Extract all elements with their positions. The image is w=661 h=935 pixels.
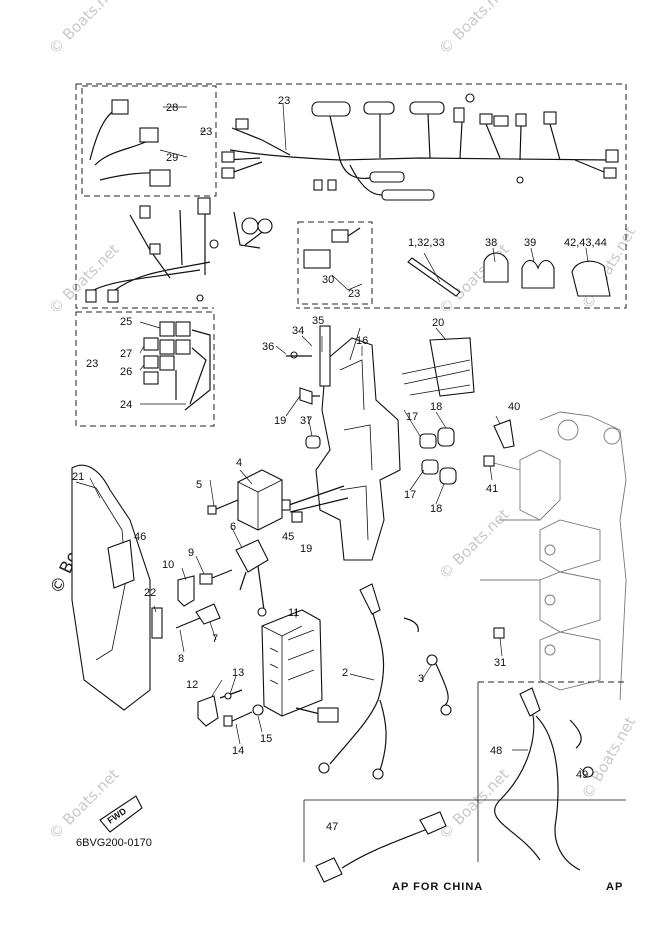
label-2: 2 — [342, 667, 348, 679]
label-46: 46 — [134, 531, 146, 543]
label-12: 12 — [186, 679, 198, 691]
label-41: 41 — [486, 483, 498, 495]
label-40: 40 — [508, 401, 520, 413]
label-11: 11 — [288, 607, 299, 619]
label-3: 3 — [418, 673, 424, 685]
label-49: 49 — [576, 769, 588, 781]
label-30: 30 — [322, 274, 334, 286]
label-28: 28 — [166, 102, 178, 114]
label-38: 38 — [485, 237, 497, 249]
label-35: 35 — [312, 315, 324, 327]
label-8: 8 — [178, 653, 184, 665]
inset-group — [303, 681, 626, 883]
label-37: 37 — [300, 415, 312, 427]
relay-group-23 — [75, 311, 215, 427]
label-29: 29 — [166, 152, 178, 164]
label-31: 31 — [494, 657, 506, 669]
label-14: 14 — [232, 745, 244, 757]
label-26: 26 — [120, 366, 132, 378]
watermark: © Boats.net — [435, 765, 513, 843]
leaders — [153, 103, 589, 773]
label-22: 22 — [144, 587, 156, 599]
label-18: 18 — [430, 503, 442, 515]
watermark: © Boats.net — [435, 505, 513, 583]
label-9: 9 — [188, 547, 194, 559]
label-42-43-44: 42,43,44 — [564, 237, 607, 249]
caption-ap-for-china: AP FOR CHINA — [392, 881, 483, 893]
watermark: © Boats.net — [578, 714, 639, 802]
cover-group — [71, 464, 151, 833]
label-48: 48 — [490, 745, 502, 757]
label-34: 34 — [292, 325, 304, 337]
bracket-group — [151, 325, 475, 727]
label-4: 4 — [236, 457, 242, 469]
label-47: 47 — [326, 821, 338, 833]
label-13: 13 — [232, 667, 244, 679]
label-17: 17 — [404, 489, 416, 501]
label-39: 39 — [524, 237, 536, 249]
label-18: 18 — [430, 401, 442, 413]
label-5: 5 — [196, 479, 202, 491]
label-17: 17 — [406, 411, 418, 423]
engine-outline — [480, 411, 627, 701]
label-15: 15 — [260, 733, 272, 745]
harness-group-23 — [75, 83, 627, 309]
label-45: 45 — [282, 531, 294, 543]
label-23: 23 — [200, 126, 212, 138]
watermark: © Boats.net — [45, 0, 123, 58]
label-6: 6 — [230, 521, 236, 533]
label-19: 19 — [300, 543, 312, 555]
label-7: 7 — [212, 633, 218, 645]
label-23: 23 — [86, 358, 98, 370]
fwd-arrow-icon — [99, 795, 143, 833]
label-20: 20 — [432, 317, 444, 329]
label-10: 10 — [162, 559, 174, 571]
caption-ap: AP — [606, 881, 623, 893]
label-24: 24 — [120, 399, 132, 411]
label-36: 36 — [262, 341, 274, 353]
battery-lead-group — [318, 583, 452, 780]
label-23: 23 — [348, 288, 360, 300]
watermark: © Boats.net — [435, 0, 513, 58]
drawing-code: 6BVG200-0170 — [76, 837, 152, 849]
watermark: © Boats.net — [45, 240, 123, 318]
label-1-32-33: 1,32,33 — [408, 237, 445, 249]
label-25: 25 — [120, 316, 132, 328]
label-21: 21 — [72, 471, 84, 483]
label-16: 16 — [356, 335, 368, 347]
label-27: 27 — [120, 348, 132, 360]
label-19: 19 — [274, 415, 286, 427]
label-23: 23 — [278, 95, 290, 107]
